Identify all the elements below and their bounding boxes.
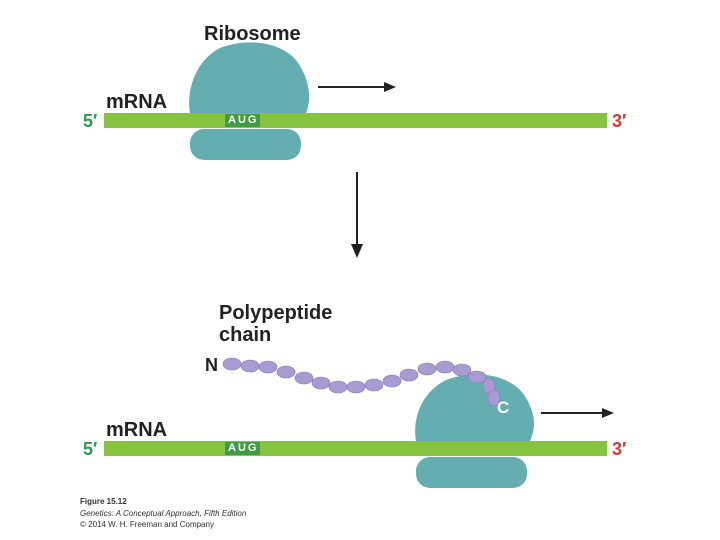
ribosome-small-subunit-bottom [416, 457, 527, 488]
mrna-label-bottom: mRNA [106, 419, 168, 441]
polypeptide-chain [222, 357, 501, 407]
three-prime-label-top: 3′ [612, 111, 627, 131]
amino-acid-bead-icon [364, 378, 384, 392]
ribosome-label: Ribosome [204, 23, 301, 45]
polypeptide-chain-label: Polypeptide chain [219, 302, 379, 346]
five-prime-label-bottom: 5′ [83, 439, 98, 459]
aug-codon-box-bottom [225, 442, 260, 455]
amino-acid-bead-icon [467, 370, 487, 384]
amino-acid-bead-icon [276, 365, 296, 379]
n-terminus-label: N [205, 355, 218, 375]
movement-arrow-bottom [541, 408, 614, 418]
ribosome-small-subunit-top [190, 129, 301, 160]
c-terminus-label: C [497, 398, 510, 417]
amino-acid-bead-icon [346, 380, 366, 394]
top-panel [104, 42, 607, 258]
five-prime-label-top: 5′ [83, 111, 98, 131]
three-prime-label-bottom: 3′ [612, 439, 627, 459]
amino-acid-bead-icon [294, 371, 314, 385]
amino-acid-bead-icon [240, 359, 260, 373]
amino-acid-bead-icon [452, 363, 472, 377]
aug-codon-label-bottom: AUG [228, 442, 259, 454]
movement-arrow-top [318, 82, 396, 92]
mrna-label-top: mRNA [106, 91, 168, 113]
polypeptide-label-line2: chain [219, 324, 272, 346]
amino-acid-bead-icon [311, 376, 331, 390]
amino-acid-bead-icon [417, 362, 437, 376]
figure-number: Figure 15.12 [80, 497, 127, 506]
transition-arrow-down [351, 172, 363, 258]
amino-acid-bead-icon [382, 374, 402, 388]
mrna-strand-bottom [104, 441, 607, 456]
aug-codon-label-top: AUG [228, 114, 259, 126]
ribosome-large-subunit-bottom [415, 374, 534, 441]
aug-codon-box-top [225, 114, 260, 127]
amino-acid-bead-icon [399, 368, 419, 382]
polypeptide-label-line1: Polypeptide [219, 302, 333, 324]
book-title: Genetics: A Conceptual Approach, Fifth E… [80, 509, 247, 518]
bottom-panel [104, 357, 614, 488]
copyright-line: © 2014 W. H. Freeman and Company [80, 520, 214, 529]
ribosome-large-subunit-top [189, 42, 310, 113]
amino-acid-bead-icon [328, 380, 348, 394]
amino-acid-bead-icon [222, 357, 242, 371]
mrna-strand-top [104, 113, 607, 128]
amino-acid-bead-icon [487, 389, 501, 407]
amino-acid-bead-icon [435, 360, 455, 374]
amino-acid-bead-icon [258, 360, 278, 374]
